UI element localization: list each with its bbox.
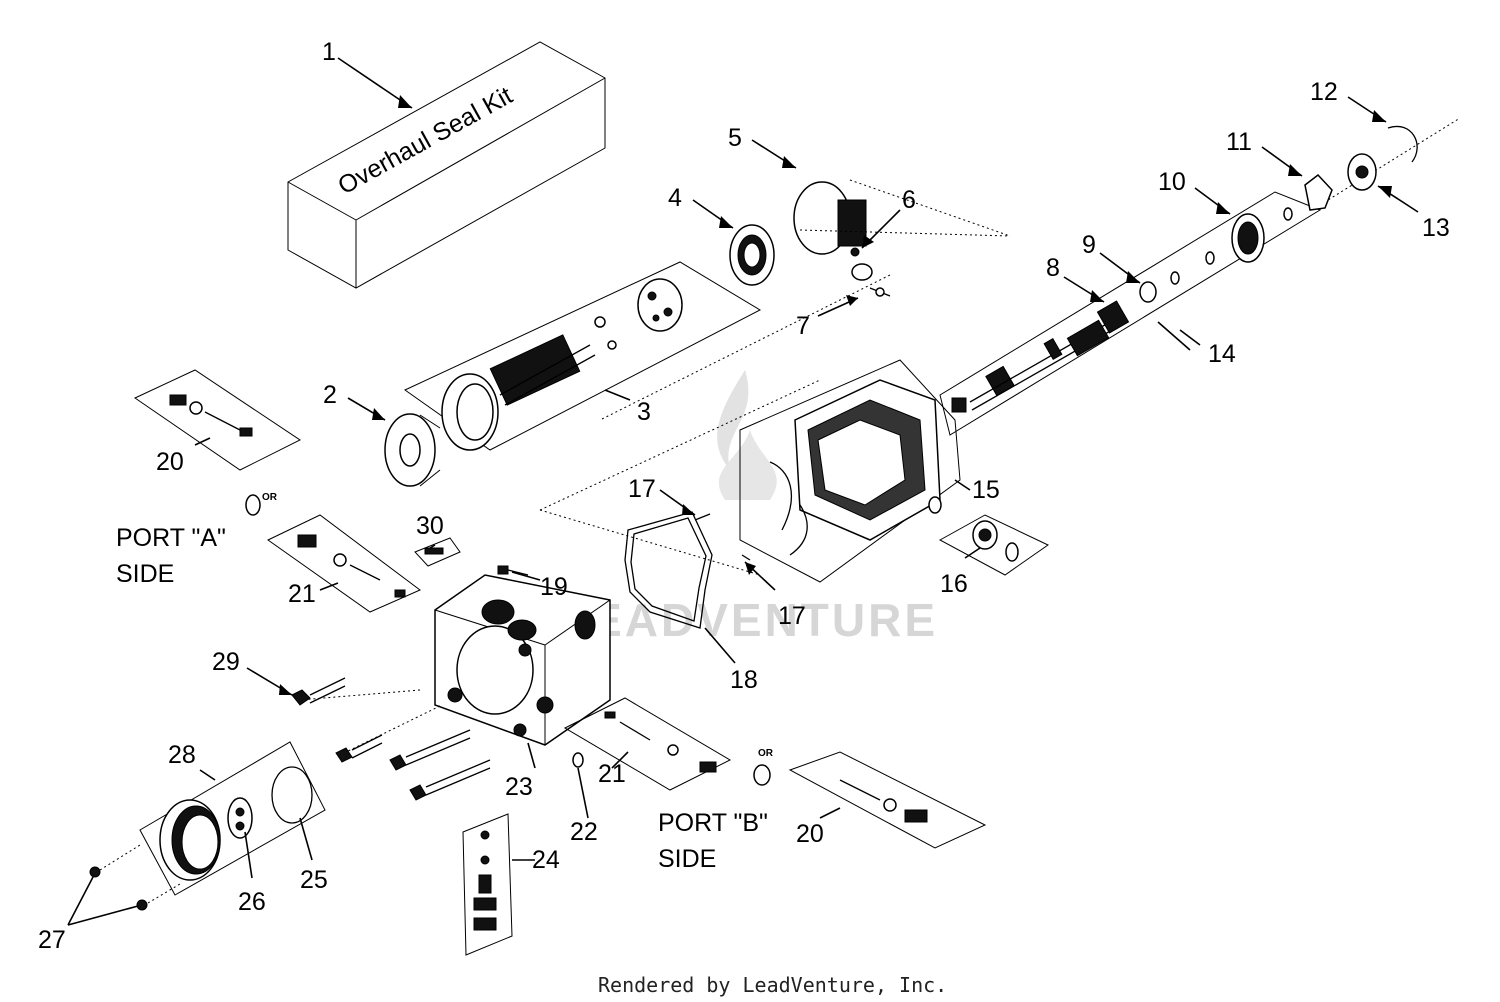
callout-13: 13 (1422, 214, 1450, 242)
callout-21a: 21 (288, 580, 316, 608)
port-b-line2: SIDE (658, 845, 716, 873)
callout-3: 3 (637, 398, 651, 426)
callout-1: 1 (322, 38, 336, 66)
part-28-filter-panel (139, 741, 326, 896)
callout-20a: 20 (156, 448, 184, 476)
callout-4: 4 (668, 184, 682, 212)
callout-26: 26 (238, 888, 266, 916)
end-cap-bolts (335, 729, 491, 801)
part-21-upper-valve (267, 514, 421, 613)
port-a-or: OR (245, 492, 278, 516)
callout-27: 27 (38, 926, 66, 954)
callout-6: 6 (902, 186, 916, 214)
part-19 (497, 565, 529, 576)
port-a-line1: PORT "A" (116, 524, 226, 552)
callout-15: 15 (972, 476, 1000, 504)
callout-23: 23 (505, 773, 533, 801)
callout-16: 16 (940, 570, 968, 598)
render-credit: Rendered by LeadVenture, Inc. (598, 973, 947, 997)
part-22 (572, 752, 584, 768)
part-11-13-seals (1304, 125, 1418, 211)
callout-2: 2 (323, 381, 337, 409)
callout-22: 22 (570, 818, 598, 846)
part-5-housing (793, 179, 1011, 255)
part-20-upper-check-valve (133, 369, 301, 471)
shaft-panel (939, 117, 1461, 436)
callout-8: 8 (1046, 254, 1060, 282)
or-label-a: OR (262, 492, 278, 503)
part-29-bolt (291, 677, 346, 706)
watermark-text: LEADVENTURE (560, 594, 938, 646)
rotating-group-panel (404, 261, 762, 451)
or-label-b: OR (758, 748, 774, 759)
callout-10: 10 (1158, 168, 1186, 196)
callout-21b: 21 (598, 760, 626, 788)
center-housing-panel (539, 274, 961, 583)
port-b-line1: PORT "B" (658, 809, 768, 837)
callout-numbers: 1 2 3 4 5 6 7 8 9 10 11 12 13 14 15 16 1… (38, 38, 1450, 954)
part-16-plug (938, 514, 1049, 576)
callout-11: 11 (1226, 128, 1252, 156)
part-24-relief-valve (462, 813, 513, 956)
callout-25: 25 (300, 866, 328, 894)
part-23-end-cap (299, 574, 611, 756)
port-a-label: PORT "A" SIDE (116, 524, 226, 588)
callout-14: 14 (1208, 340, 1236, 368)
watermark: LEADVENTURE (560, 370, 938, 646)
part-21-lower-valve (563, 697, 732, 791)
callout-17b: 17 (778, 602, 806, 630)
callout-28: 28 (168, 741, 196, 769)
callout-18: 18 (730, 666, 758, 694)
part-4-bearing (729, 224, 775, 286)
port-b-or: OR (753, 748, 774, 786)
callout-7: 7 (796, 312, 810, 340)
callout-30: 30 (416, 512, 444, 540)
seal-kit-box: Overhaul Seal Kit (287, 41, 606, 289)
callout-19: 19 (540, 573, 568, 601)
callout-12: 12 (1310, 78, 1338, 106)
part-2-swashplate (384, 413, 441, 487)
callout-29: 29 (212, 648, 240, 676)
callout-20b: 20 (796, 820, 824, 848)
callout-5: 5 (728, 124, 742, 152)
callout-24: 24 (532, 846, 560, 874)
callout-9: 9 (1082, 231, 1096, 259)
part-6-7-pins (850, 247, 891, 297)
callout-leaders (67, 57, 1419, 926)
part-27-pins (89, 844, 181, 911)
seal-kit-label: Overhaul Seal Kit (333, 81, 517, 200)
port-b-label: PORT "B" SIDE (658, 809, 768, 873)
callout-17a: 17 (628, 475, 656, 503)
part-20-lower-check-valve (788, 751, 987, 849)
part-17-18-gasket (624, 511, 751, 629)
part-30 (414, 537, 461, 567)
port-a-line2: SIDE (116, 560, 174, 588)
